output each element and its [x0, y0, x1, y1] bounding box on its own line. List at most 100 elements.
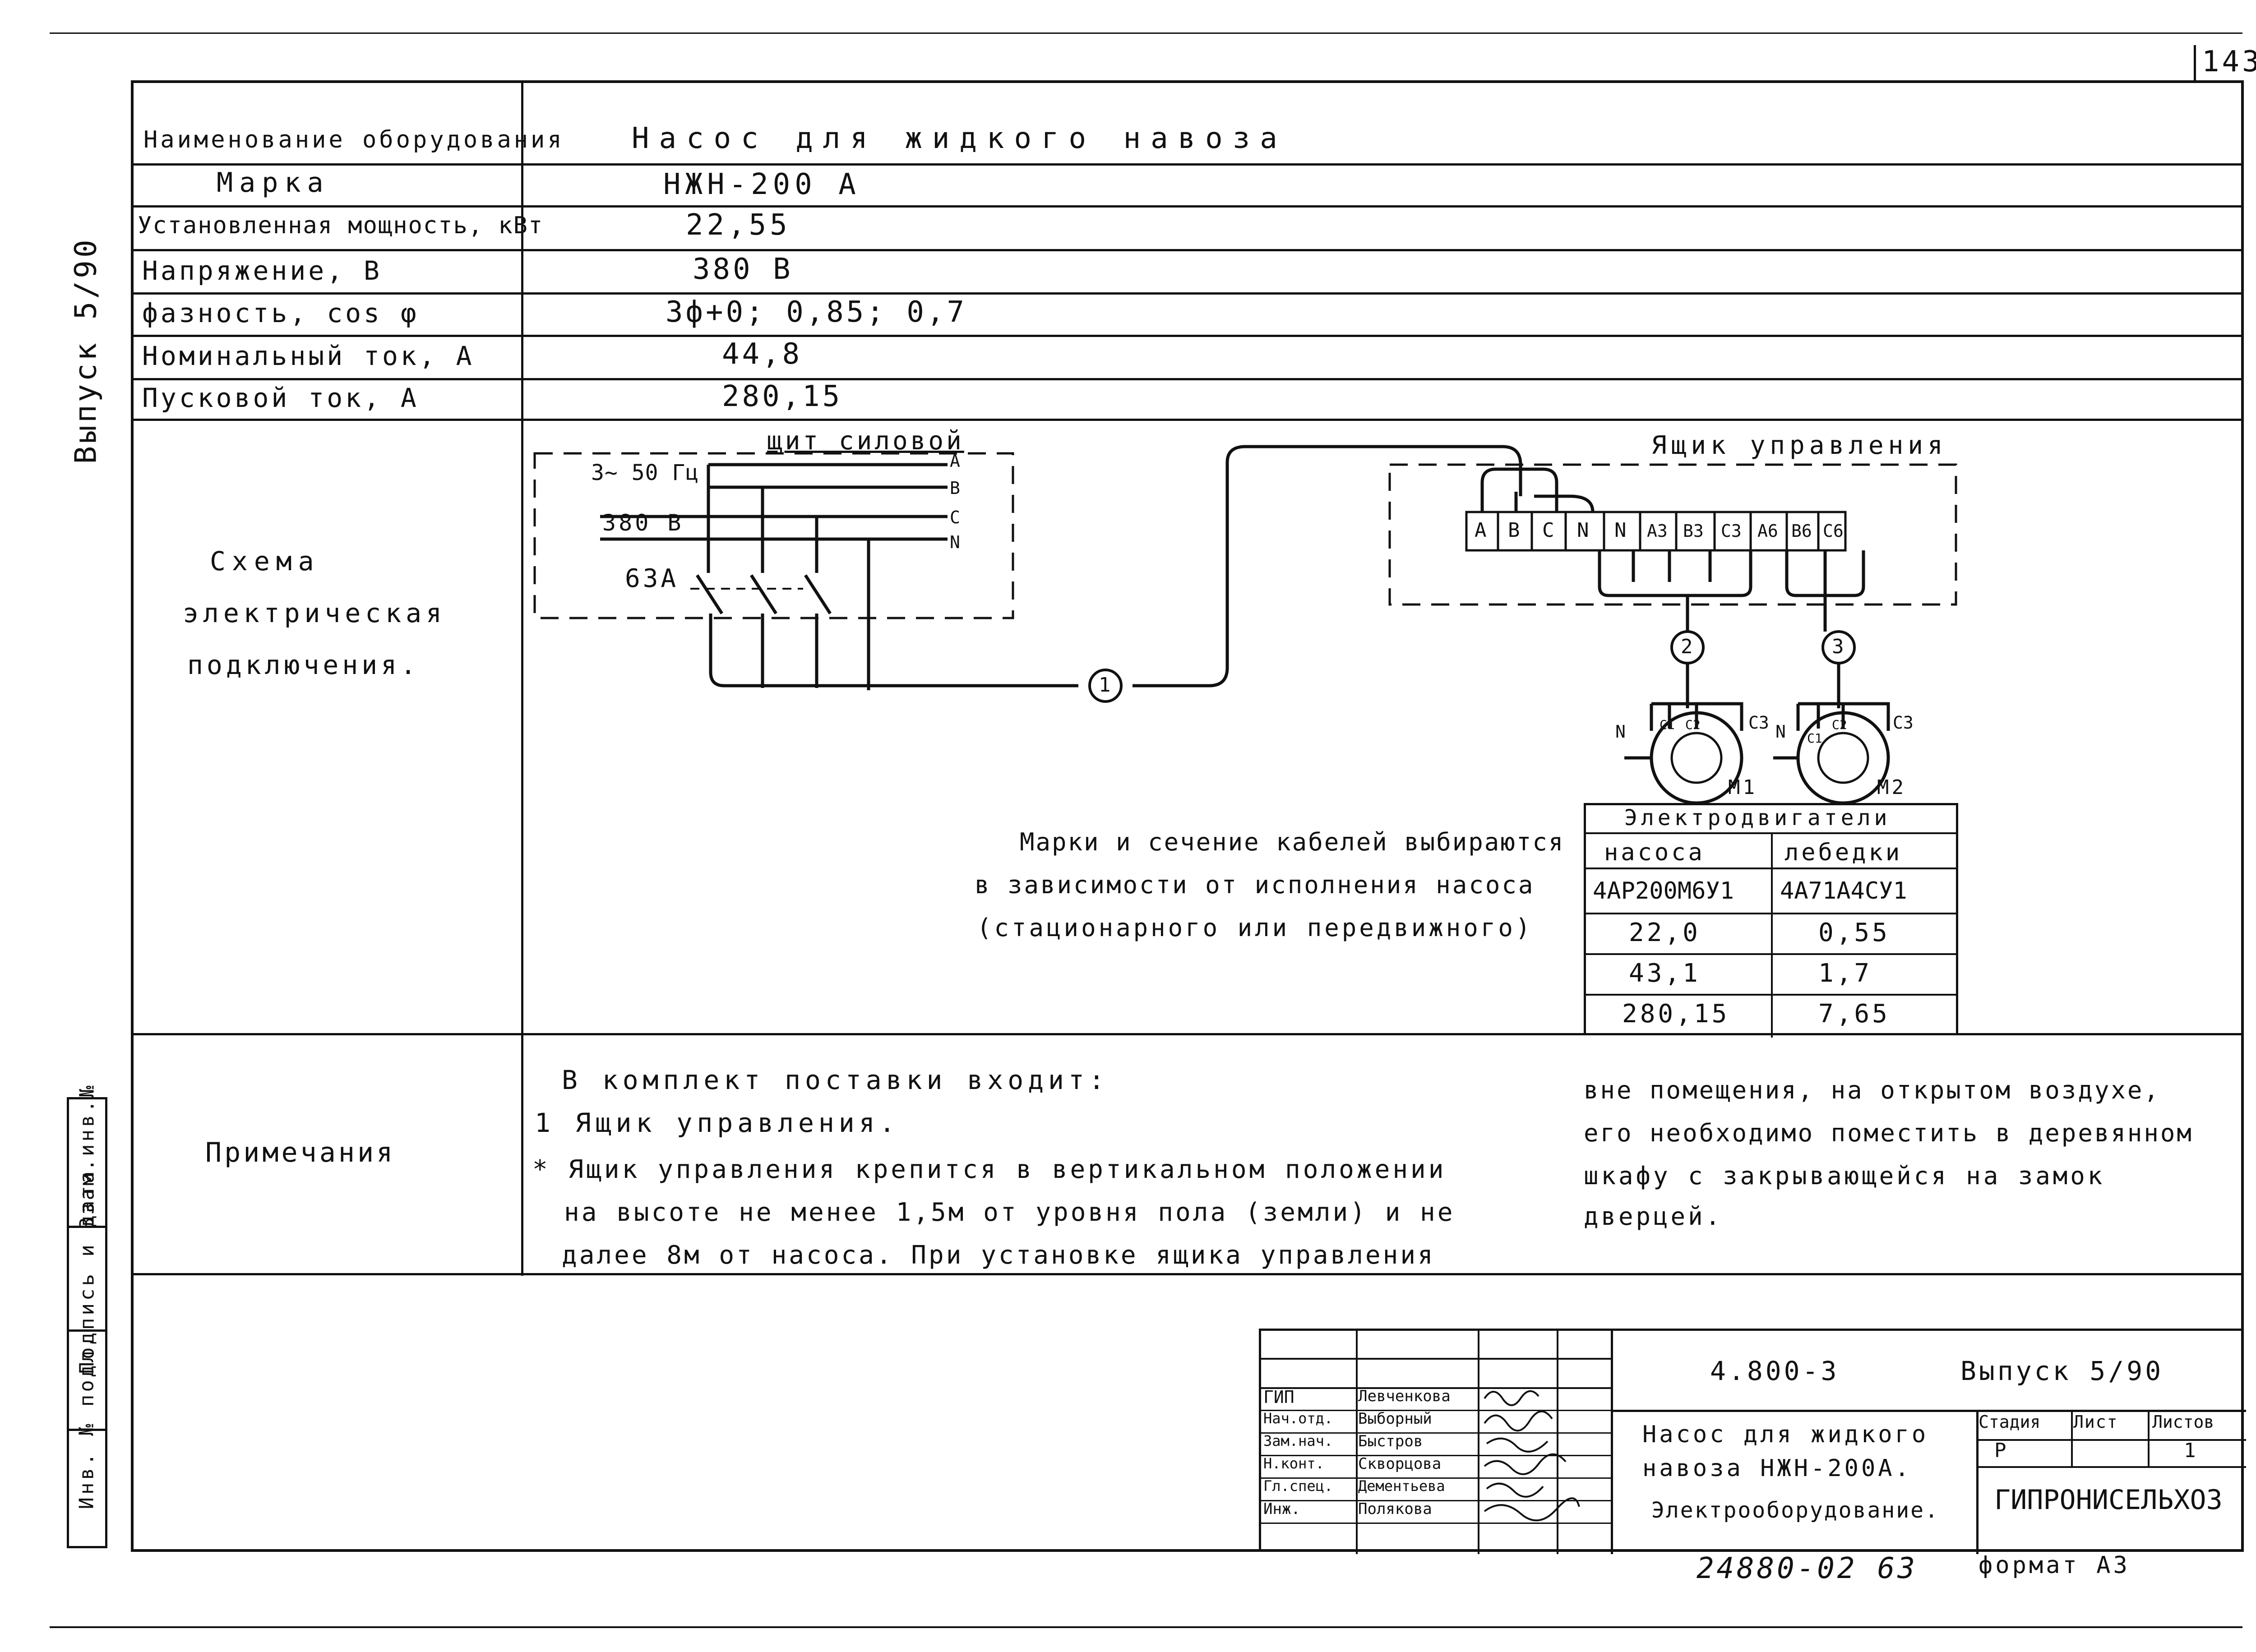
phase-label-a: A: [950, 451, 963, 471]
motors-table-title: Электродвигатели: [1624, 805, 1891, 831]
terminal-n1: N: [1577, 519, 1592, 542]
stamp-title-3: Электрооборудование.: [1651, 1498, 1939, 1523]
person-name-3: Быстров: [1358, 1432, 1423, 1450]
motors-cell-0-1: 4А71А4СУ1: [1780, 877, 1907, 904]
stage-value: Р: [1994, 1439, 2009, 1462]
stage-header: Стадия: [1979, 1412, 2041, 1432]
terminal-a: A: [1475, 519, 1489, 542]
stamp-title-1: Насос для жидкого: [1642, 1421, 1929, 1448]
panel-voltage-label: 380 В: [602, 510, 684, 536]
cable-1-marker: [1088, 669, 1123, 703]
breaker-label: 63А: [625, 564, 679, 593]
scheme-label-1: Схема: [210, 546, 320, 577]
motor-m2-c1: C1: [1807, 731, 1822, 746]
motor-m2-c2: C2: [1832, 717, 1847, 732]
motors-cell-3-1: 7,65: [1818, 999, 1890, 1029]
motors-cell-2-0: 43,1: [1629, 959, 1701, 988]
frequency-label: 3~ 50 Гц: [591, 460, 699, 485]
person-name-1: Левченкова: [1358, 1387, 1451, 1405]
terminal-block: [1465, 511, 1847, 552]
terminal-n2: N: [1614, 519, 1629, 542]
terminal-b3: B3: [1683, 521, 1704, 541]
row-label-equipment: Наименование оборудования: [143, 126, 564, 153]
main-frame: [131, 80, 2244, 1552]
note-right-2: его необходимо поместить в деревянном: [1584, 1119, 2193, 1147]
person-name-5: Дементьева: [1358, 1477, 1445, 1495]
row-value-phase: 3ф+0; 0,85; 0,7: [666, 295, 967, 329]
terminal-b6: B6: [1791, 521, 1812, 541]
motors-table: [1584, 803, 1958, 1038]
phase-label-b: B: [950, 478, 963, 498]
terminal-a3: A3: [1647, 521, 1668, 541]
terminal-a6: A6: [1757, 521, 1778, 541]
motors-cell-1-0: 22,0: [1629, 918, 1701, 947]
motor-m1-c2: C2: [1685, 717, 1701, 732]
row-value-power: 22,55: [686, 208, 791, 242]
motor-m1-c3: C3: [1748, 713, 1769, 733]
person-name-2: Выборный: [1358, 1410, 1432, 1428]
motor-m2-label: M2: [1877, 776, 1906, 799]
row-label-nominal-current: Номинальный ток, А: [142, 341, 475, 371]
margin-stamp: [67, 1097, 107, 1548]
control-box: [1388, 463, 1957, 606]
person-role-3: Зам.нач.: [1263, 1432, 1333, 1449]
terminal-c6: C6: [1823, 521, 1844, 541]
cable-note-2: в зависимости от исполнения насоса: [975, 871, 1535, 899]
notes-label: Примечания: [205, 1137, 396, 1168]
cable-2-marker: [1670, 630, 1705, 664]
row-label-power: Установленная мощность, кВт: [138, 212, 544, 239]
note-left-2: 1 Ящик управления.: [535, 1107, 900, 1138]
power-panel-title: щит силовой: [767, 426, 964, 456]
sheets-value: 1: [2184, 1439, 2199, 1462]
note-right-3: шкафу с закрывающейся на замок: [1584, 1162, 2105, 1190]
row-label-start-current: Пусковой ток, А: [142, 383, 419, 413]
row-label-voltage: Напряжение, В: [142, 255, 382, 286]
scheme-label-2: электрическая: [183, 598, 446, 628]
motor-m2-n: N: [1775, 722, 1789, 742]
person-name-4: Скворцова: [1358, 1455, 1442, 1473]
motors-header-pump: насоса: [1604, 839, 1705, 866]
row-value-brand: НЖН-200 А: [663, 168, 860, 201]
stamp-issue: Выпуск 5/90: [1960, 1356, 2164, 1386]
row-value-nominal-current: 44,8: [722, 337, 803, 371]
motors-cell-2-1: 1,7: [1818, 959, 1872, 988]
person-role-5: Гл.спец.: [1263, 1477, 1333, 1495]
person-role-1: ГИП: [1263, 1387, 1294, 1407]
motor-m1-label: M1: [1728, 776, 1757, 799]
page-number: 143: [2202, 45, 2256, 78]
row-value-voltage: 380 В: [693, 253, 793, 286]
phase-label-n: N: [950, 532, 963, 552]
sheet-header: Лист: [2073, 1412, 2118, 1432]
drawing-number: 24880-02 63: [1697, 1552, 1918, 1585]
title-block: [1259, 1329, 2246, 1554]
motors-cell-0-0: 4АР200М6У1: [1593, 877, 1734, 904]
organization: ГИПРОНИСЕЛЬХОЗ: [1994, 1484, 2223, 1516]
cable-1-number: 1: [1099, 674, 1114, 697]
motor-m2-c3: C3: [1893, 713, 1914, 733]
note-left-4: на высоте не менее 1,5м от уровня пола (…: [564, 1198, 1455, 1227]
motor-m1-c1: C1: [1660, 717, 1675, 732]
terminal-b: B: [1508, 519, 1523, 542]
row-value-start-current: 280,15: [722, 380, 843, 413]
cable-note-3: (стационарного или передвижного): [977, 914, 1533, 942]
terminal-c: C: [1542, 519, 1557, 542]
row-value-equipment: Насос для жидкого навоза: [632, 122, 1287, 155]
stamp-title-2: навоза НЖН-200А.: [1642, 1455, 1912, 1482]
terminal-c3: C3: [1721, 521, 1742, 541]
row-label-phase: фазность, cos φ: [142, 298, 419, 328]
note-left-1: В комплект поставки входит:: [562, 1065, 1109, 1095]
motors-header-winch: лебедки: [1784, 839, 1903, 866]
cable-3-marker: [1821, 630, 1856, 664]
person-role-2: Нач.отд.: [1263, 1410, 1333, 1427]
phase-label-c: C: [950, 508, 963, 527]
cable-2-number: 2: [1681, 635, 1696, 658]
person-name-6: Полякова: [1358, 1500, 1432, 1518]
format-label: формат А3: [1979, 1552, 2130, 1579]
signatures: [1484, 1390, 1580, 1522]
motors-cell-3-0: 280,15: [1622, 999, 1730, 1029]
power-panel-box: [533, 452, 1014, 619]
stamp-code: 4.800-3: [1710, 1356, 1840, 1386]
motors-cell-1-1: 0,55: [1818, 918, 1890, 947]
cable-3-number: 3: [1832, 635, 1847, 658]
